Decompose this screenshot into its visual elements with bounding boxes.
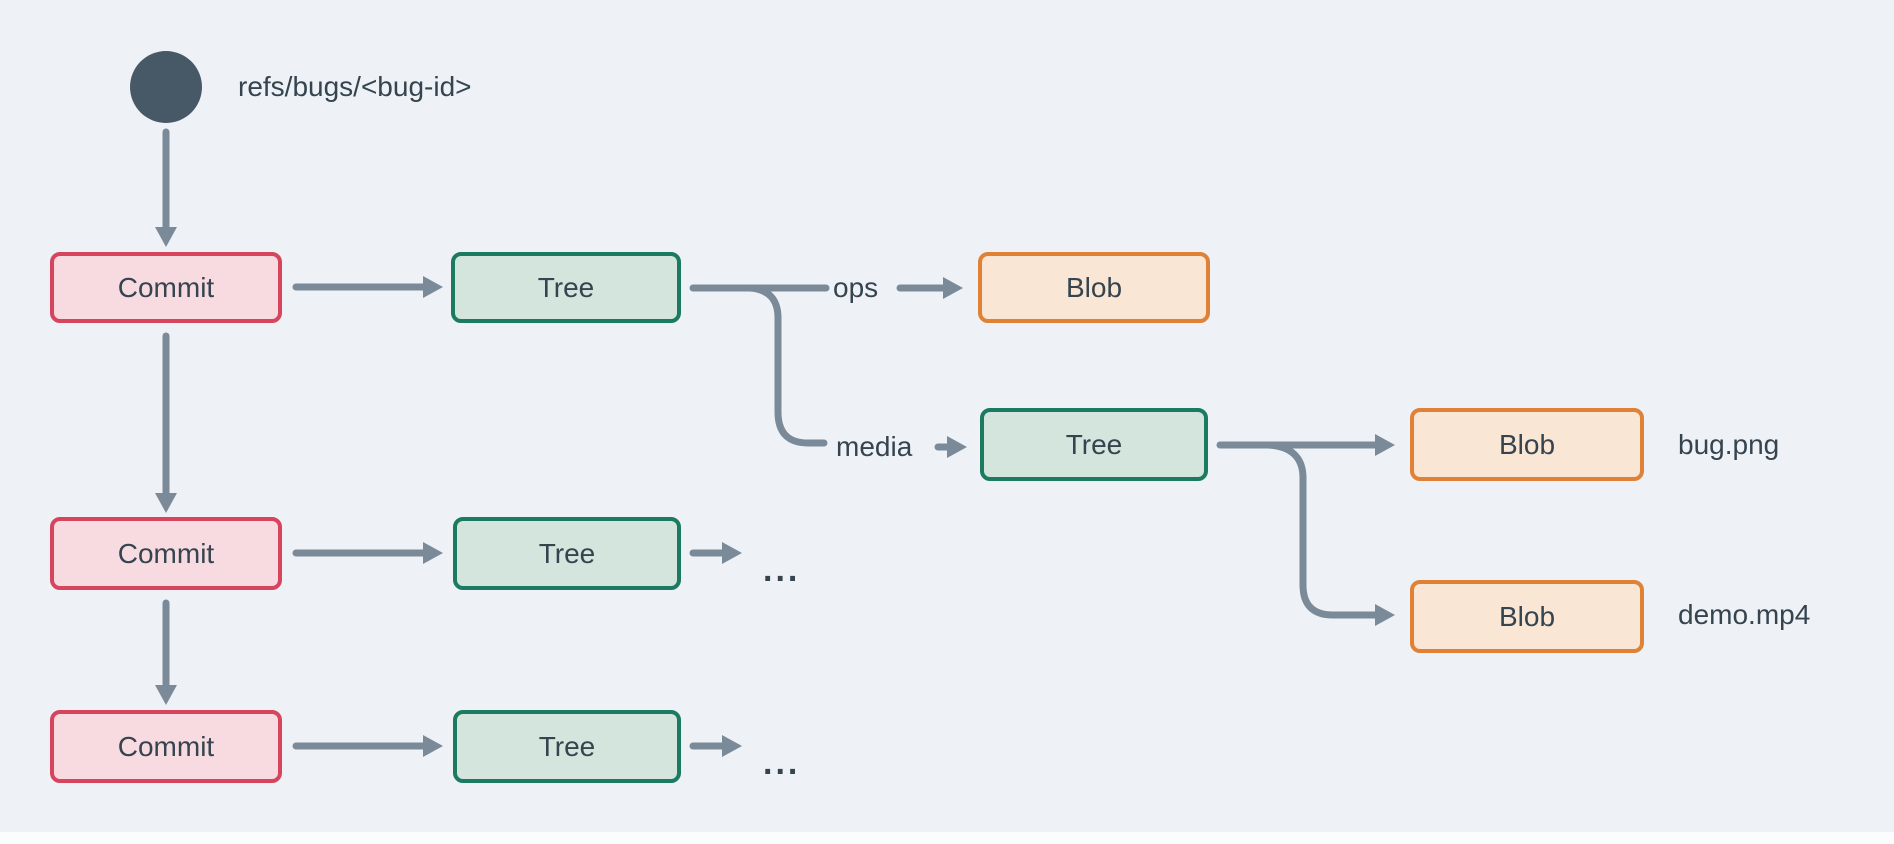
edge-tree1-branch-media — [746, 284, 828, 447]
file-label-demo-mp4: demo.mp4 — [1678, 599, 1811, 630]
file-label-bug-png: bug.png — [1678, 429, 1780, 460]
ref-circle — [130, 51, 202, 123]
edge-treemedia-branch-demo — [1264, 441, 1395, 626]
edge-label-media: media — [836, 431, 913, 462]
node-tree-row3: Tree — [453, 710, 681, 783]
node-commit-3: Commit — [50, 710, 282, 783]
ellipsis-row2: ... — [763, 551, 801, 589]
edge-label-ops: ops — [833, 272, 879, 303]
node-blob-ops: Blob — [978, 252, 1210, 323]
ref-label: refs/bugs/<bug-id> — [238, 71, 472, 102]
node-blob-demo: Blob — [1410, 580, 1644, 653]
node-commit-2: Commit — [50, 517, 282, 590]
node-blob-bug: Blob — [1410, 408, 1644, 481]
node-tree-1: Tree — [451, 252, 681, 323]
node-tree-row2: Tree — [453, 517, 681, 590]
footer-strip — [0, 832, 1894, 844]
node-tree-media: Tree — [980, 408, 1208, 481]
ellipsis-row3: ... — [763, 744, 801, 782]
node-commit-1: Commit — [50, 252, 282, 323]
